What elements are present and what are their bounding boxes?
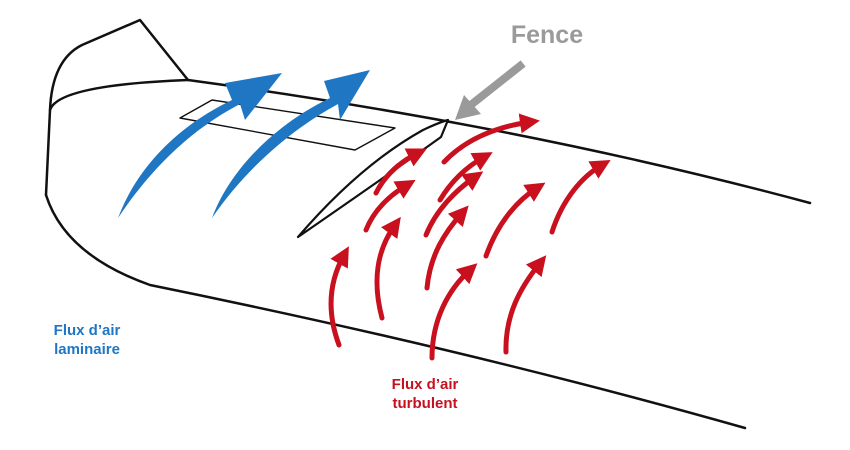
- fence-label: Fence: [492, 20, 602, 51]
- turbulent-arrow-10: [437, 152, 493, 203]
- turbulent-arrow-2: [374, 216, 401, 321]
- turbulent-arrow-6: [363, 179, 416, 233]
- turbulent-flow-label: Flux d’air turbulent: [350, 376, 500, 414]
- wing-root-leading-edge: [48, 78, 190, 112]
- turbulent-arrow-11: [483, 182, 546, 259]
- fence-pointer-head: [455, 95, 481, 120]
- turbulent-arrow-4: [503, 255, 547, 355]
- wing-outline: [44, 18, 812, 430]
- turbulent-arrow-9: [441, 113, 540, 165]
- turbulent-arrow-12: [549, 159, 611, 235]
- laminar-flow-arrows: [118, 70, 370, 218]
- turbulent-arrow-8: [423, 171, 484, 238]
- turbulent-arrow-5: [424, 205, 469, 291]
- wing-trailing-edge: [44, 193, 747, 430]
- fence-pointer-arrow: [455, 60, 526, 120]
- turbulent-arrow-1: [328, 246, 349, 348]
- laminar-label-line-2: laminaire: [54, 340, 120, 358]
- wing-leading-edge: [186, 78, 812, 205]
- turbulent-flow-arrows: [328, 113, 611, 361]
- turbulent-label-line-2: turbulent: [392, 394, 458, 412]
- laminar-arrow-1: [118, 73, 282, 218]
- winglet-outline: [44, 18, 190, 197]
- fence-label-text: Fence: [510, 21, 584, 49]
- turbulent-arrow-7: [373, 148, 427, 196]
- laminar-flow-label: Flux d’air laminaire: [12, 322, 162, 360]
- turbulent-arrow-3: [429, 263, 478, 361]
- laminar-label-line-1: Flux d’air: [53, 322, 121, 339]
- laminar-arrow-2: [212, 70, 370, 218]
- control-surface-panel: [179, 99, 396, 151]
- turbulent-label-line-1: Flux d’air: [391, 376, 459, 393]
- fence-pointer-shaft: [466, 60, 526, 110]
